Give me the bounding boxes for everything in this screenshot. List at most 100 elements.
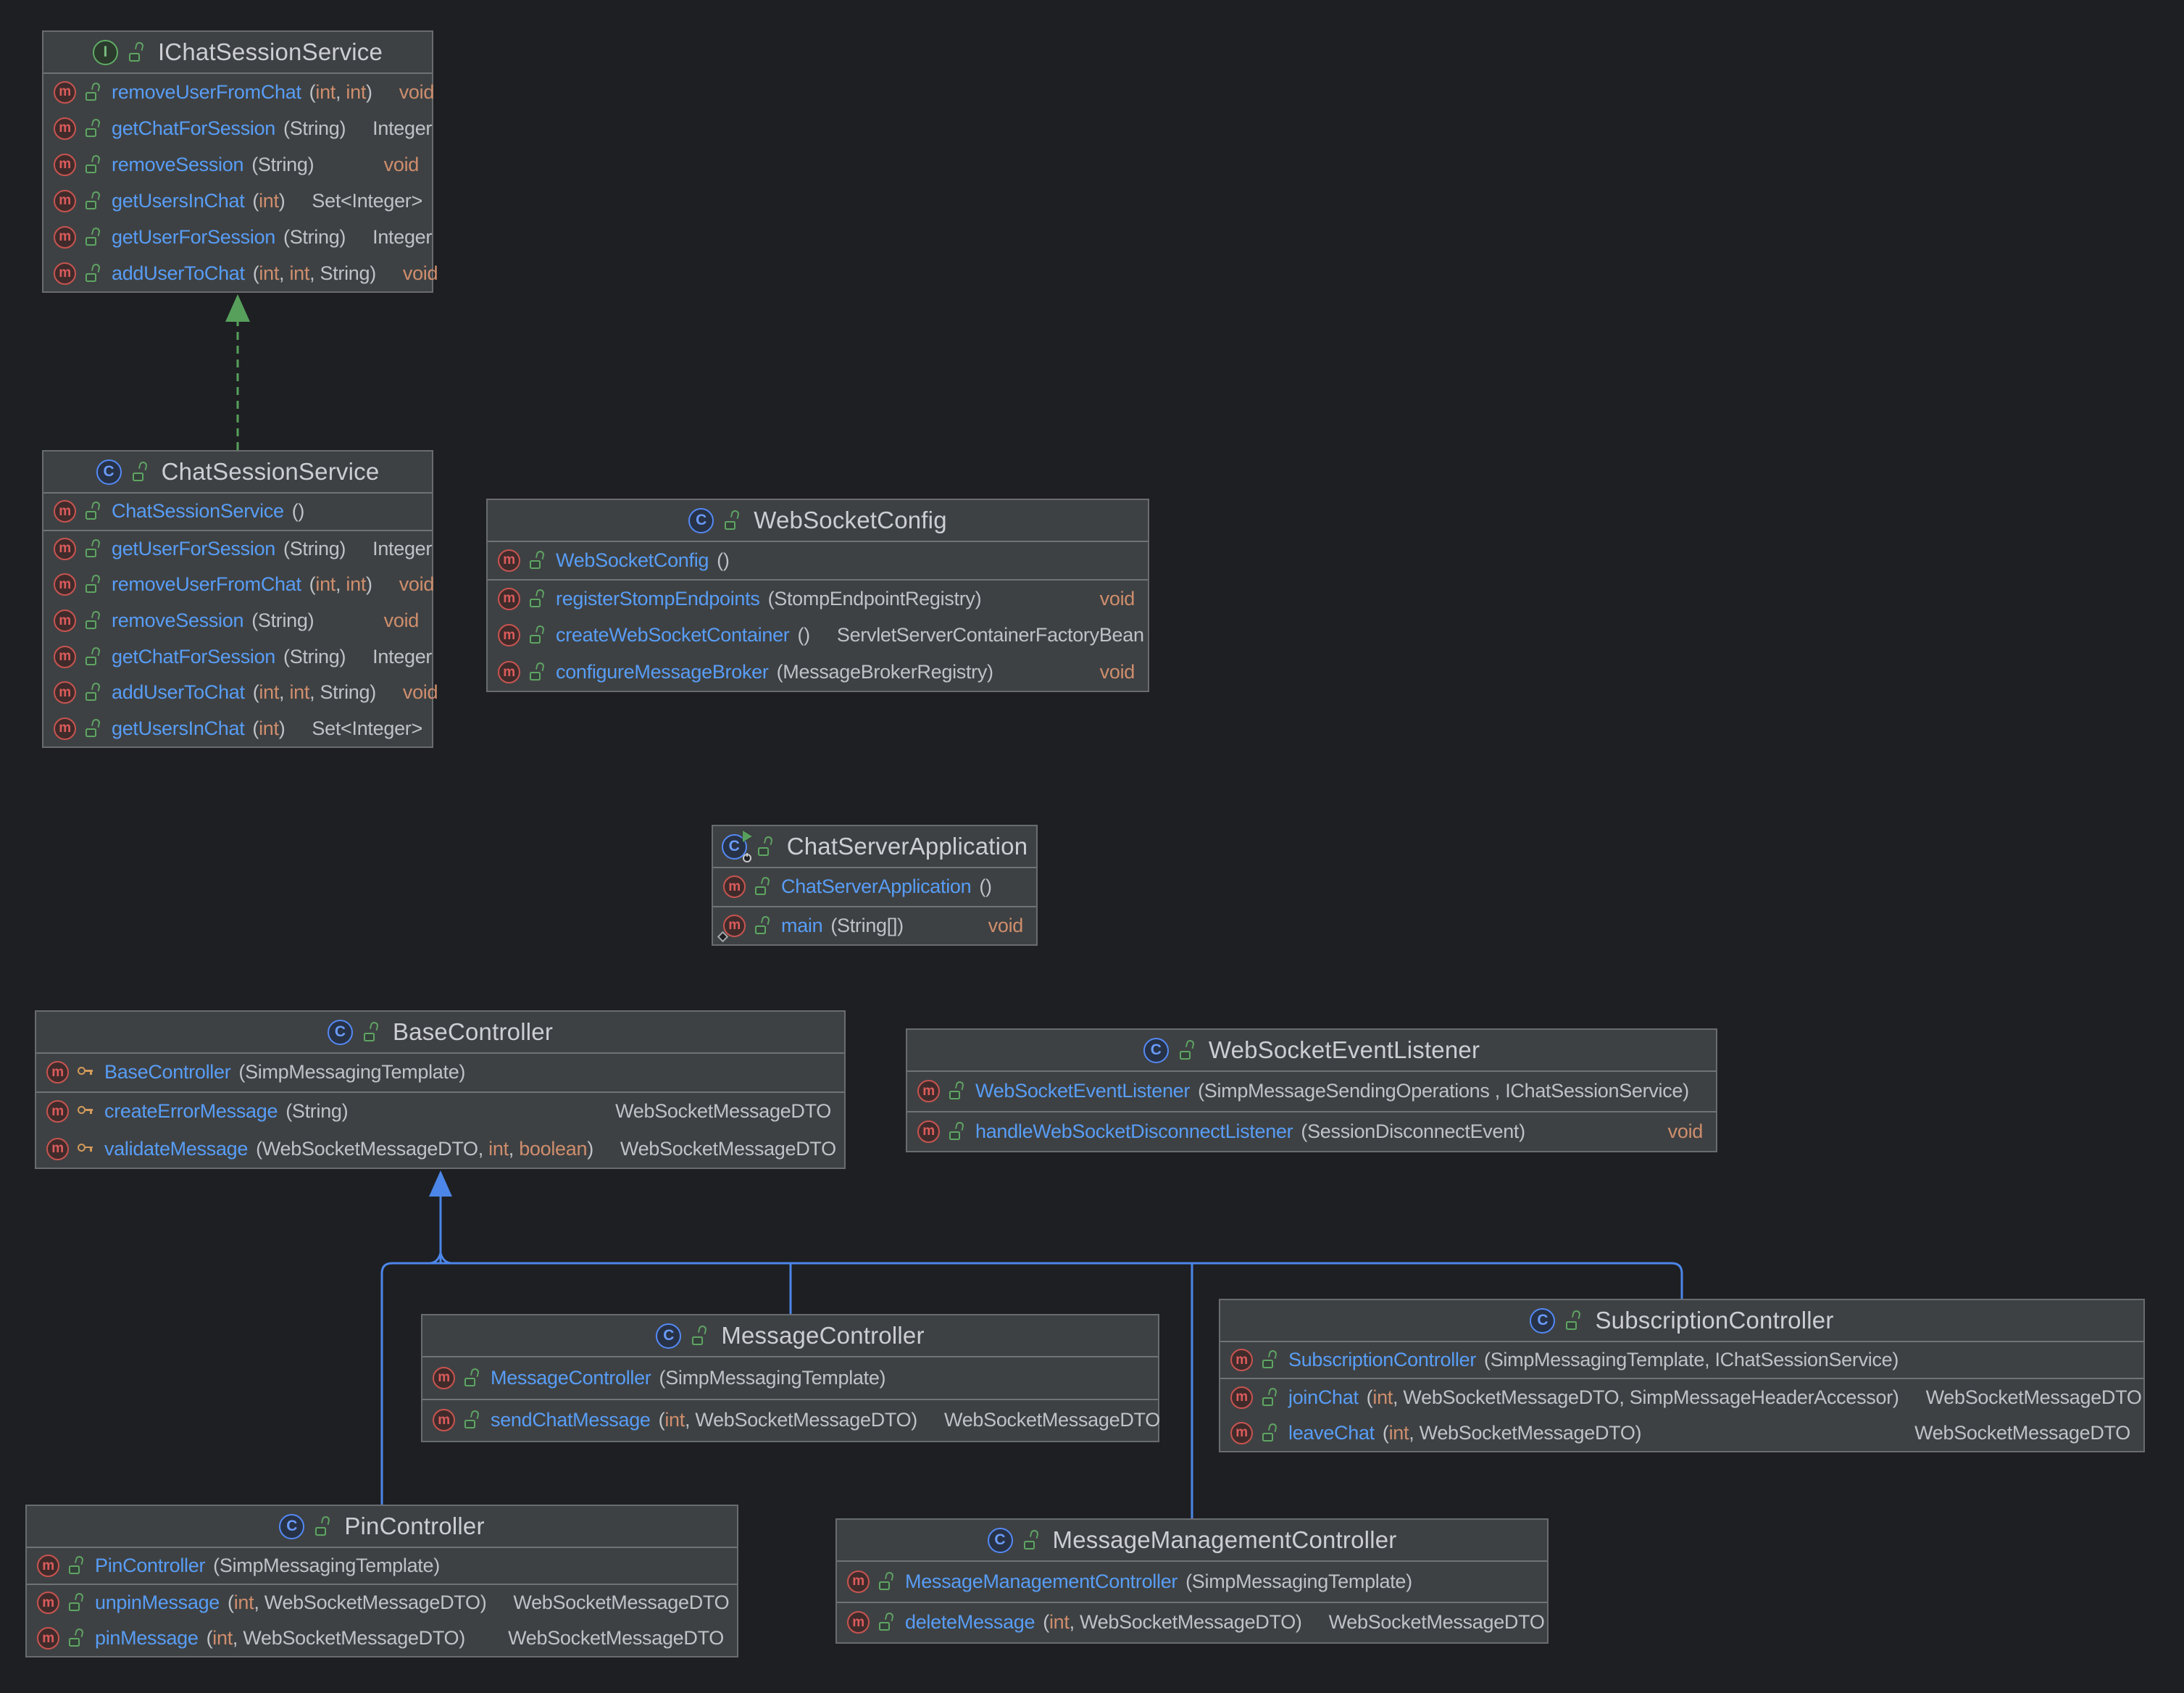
member-signature: (int, int) bbox=[309, 573, 372, 596]
public-unlock-icon bbox=[362, 1020, 383, 1043]
class-title: PinController bbox=[344, 1513, 485, 1539]
member-signature: (int, WebSocketMessageDTO) bbox=[228, 1592, 487, 1613]
member-signature: (String) bbox=[251, 153, 314, 175]
member-signature: (int, int) bbox=[309, 80, 372, 103]
member-return-type: Integer bbox=[372, 225, 433, 248]
public-unlock-icon bbox=[463, 1410, 483, 1430]
public-unlock-icon bbox=[463, 1367, 483, 1388]
public-unlock-icon bbox=[84, 262, 104, 283]
member-return-type: Integer bbox=[372, 537, 433, 560]
method-icon: m bbox=[847, 1570, 870, 1593]
public-unlock-icon bbox=[754, 915, 773, 936]
public-unlock-icon bbox=[878, 1571, 897, 1592]
member-return-type: void bbox=[383, 153, 420, 175]
public-unlock-icon bbox=[84, 190, 104, 211]
member-name: sendChatMessage bbox=[491, 1409, 651, 1431]
class-icon: C bbox=[688, 507, 714, 533]
static-diamond-icon bbox=[717, 931, 729, 943]
member-return-type: void bbox=[1667, 1120, 1704, 1142]
member-return-type: void bbox=[988, 914, 1024, 936]
class-title: WebSocketEventListener bbox=[1208, 1036, 1480, 1063]
member-name: getUserForSession bbox=[112, 225, 275, 248]
member-return-type: void bbox=[383, 610, 420, 632]
member-return-type: Set<Integer> bbox=[312, 717, 422, 739]
method-icon: m bbox=[37, 1555, 59, 1577]
member-name: WebSocketConfig bbox=[556, 549, 709, 571]
member-return-type: void bbox=[399, 573, 435, 596]
implements-arrowhead bbox=[225, 294, 250, 322]
public-unlock-icon bbox=[723, 509, 744, 531]
member-signature: (SimpMessagingTemplate) bbox=[659, 1366, 886, 1389]
public-unlock-icon bbox=[84, 682, 104, 702]
run-play-icon bbox=[742, 830, 752, 842]
method-icon: m bbox=[1230, 1386, 1253, 1409]
member-name: getUserForSession bbox=[112, 537, 275, 560]
public-unlock-icon bbox=[1022, 1528, 1043, 1551]
public-unlock-icon bbox=[948, 1081, 967, 1101]
member-return-type: void bbox=[399, 80, 435, 103]
member-return-type: WebSocketMessageDTO bbox=[1925, 1386, 2142, 1408]
member-return-type: Set<Integer> bbox=[312, 189, 422, 212]
member-name: unpinMessage bbox=[95, 1592, 220, 1613]
method-icon: m bbox=[498, 587, 520, 610]
